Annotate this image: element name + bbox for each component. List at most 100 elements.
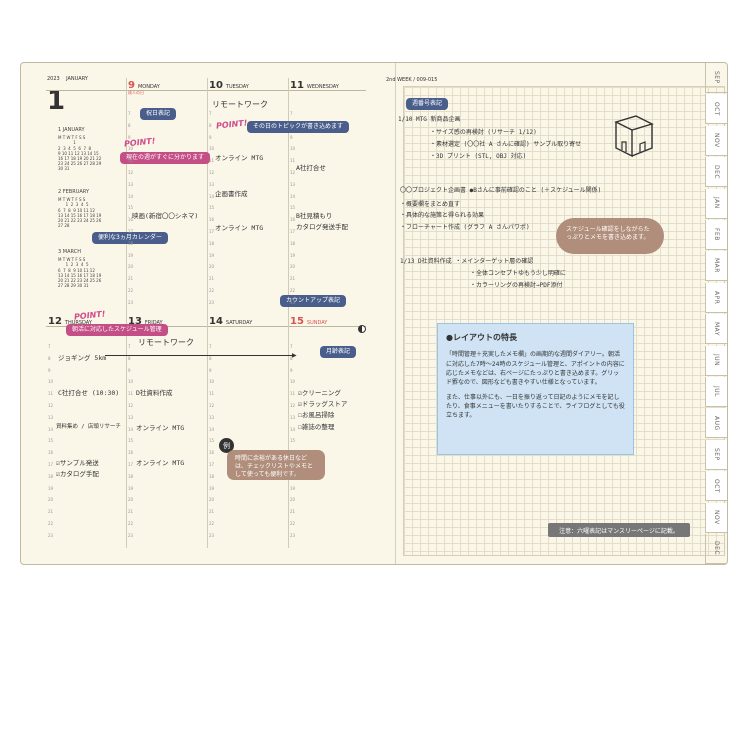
this-week-callout: 現在の週がすぐに分かります: [120, 152, 211, 165]
week-label: 2nd WEEK / 009-015: [386, 77, 438, 83]
month-tab-apr[interactable]: APR: [705, 282, 727, 313]
hour-mark: 22: [128, 521, 134, 526]
thu-entry-3: 資料集め / 店頭リサーチ: [56, 424, 121, 430]
month-tab-oct[interactable]: OCT: [705, 94, 727, 125]
hour-mark: 12: [209, 403, 215, 408]
hour-mark: 11: [48, 391, 54, 397]
hour-mark: 22: [48, 521, 54, 526]
hour-mark: 13: [128, 414, 134, 420]
hour-mark: 19: [48, 485, 54, 491]
tue-entry-3: オンライン MTG: [215, 224, 264, 232]
hour-mark: 23: [290, 299, 296, 305]
fri-entry-1: D社資料作成: [136, 389, 173, 397]
month-tab-dec[interactable]: DEC: [705, 157, 727, 188]
hour-mark: 12: [128, 403, 134, 408]
moon-callout: 月齢表記: [320, 346, 357, 359]
month-tab-dec[interactable]: DEC: [705, 534, 727, 564]
hour-mark: 20: [48, 497, 54, 503]
hour-mark: 15: [209, 438, 215, 444]
hour-mark: 20: [128, 497, 134, 503]
memo-line: 〇〇プロジェクト企画書 ●Bさんに事前確認のこと (＋スケジュール関係): [400, 187, 602, 194]
day-number: 13: [128, 316, 142, 327]
month-tab-nov[interactable]: NOV: [705, 502, 727, 533]
wed-entry-1: A社打合せ: [296, 164, 326, 172]
hour-mark: 13: [209, 414, 215, 420]
col-divider-1: [126, 78, 127, 548]
month-tab-oct[interactable]: OCT: [705, 471, 727, 502]
moon-phase-icon: [358, 325, 366, 333]
hour-mark: 8: [209, 122, 212, 128]
month-tab-sep[interactable]: SEP: [705, 63, 727, 93]
month-tab-may[interactable]: MAY: [705, 314, 727, 345]
month-tab-jul[interactable]: JUL: [705, 377, 727, 407]
hour-mark: 9: [290, 134, 293, 140]
footnote: 注意：六曜表記はマンスリーページに記載。: [548, 523, 690, 537]
day-name: MONDAY: [137, 84, 160, 90]
mini-calendar-week: 16 17 18 19 20 21 22: [58, 156, 102, 162]
hour-mark: 9: [209, 367, 212, 373]
mini-calendar-week: 6 7 8 9 10 11 12: [58, 207, 95, 213]
hour-mark: 18: [209, 240, 215, 246]
month-tab-aug[interactable]: AUG: [705, 408, 727, 439]
hour-mark: 14: [48, 426, 54, 432]
hour-mark: 20: [209, 497, 215, 503]
arrow-head-icon: ▶: [292, 352, 297, 359]
hour-mark: 23: [128, 299, 134, 305]
hour-mark: 7: [290, 344, 293, 349]
col-divider-3: [288, 78, 289, 548]
hour-mark: 21: [290, 276, 296, 282]
hour-mark: 15: [209, 205, 215, 211]
day-name: SUNDAY: [306, 320, 328, 326]
wed-entry-2: B社見積もり: [296, 212, 333, 220]
month-tab-sep[interactable]: SEP: [705, 439, 727, 470]
hour-mark: 8: [290, 122, 293, 128]
mini-calendar-week: 13 14 15 16 17 18 19: [58, 212, 102, 218]
hour-mark: 9: [209, 134, 212, 140]
year-month-label: 2023 JANUARY: [47, 76, 88, 82]
fri-entry-2: オンライン MTG: [136, 424, 185, 432]
layout-features-box: ●レイアウトの特長 「時間管理＋充実したメモ欄」の画期的な週間ダイアリー。朝活に…: [437, 323, 634, 455]
hour-mark: 15: [48, 438, 54, 444]
hour-mark: 18: [48, 473, 54, 479]
hour-mark: 11: [128, 391, 134, 397]
thu-entry-2: C社打合せ (10:30): [58, 389, 120, 397]
hour-mark: 8: [48, 355, 51, 361]
arrow-line: [105, 355, 295, 356]
hour-mark: 12: [290, 170, 296, 175]
month-tab-nov[interactable]: NOV: [705, 125, 727, 156]
hour-mark: 11: [128, 158, 134, 164]
day-name: SATURDAY: [225, 320, 253, 326]
hour-mark: 9: [48, 367, 51, 373]
hour-mark: 17: [128, 462, 134, 467]
mini-calendar-week: 13 14 15 16 17 18 19: [58, 272, 102, 278]
hour-mark: 14: [290, 426, 296, 432]
memo-line: 1/13 D社資料作成 ・メインターゲット層の確認: [400, 258, 534, 265]
memo-bubble: スケジュール確認をしながらたっぷりとメモを書き込めます。: [556, 218, 664, 254]
month-tab-feb[interactable]: FEB: [705, 220, 727, 250]
hour-mark: 14: [290, 193, 296, 199]
month-tab-jan[interactable]: JAN: [705, 188, 727, 219]
hour-mark: 11: [290, 391, 296, 397]
mini-calendar-week: 30 31: [58, 166, 70, 172]
wed-entry-3: カタログ発送手配: [296, 223, 348, 231]
month-tab-mar[interactable]: MAR: [705, 251, 727, 282]
hour-mark: 20: [290, 264, 296, 270]
hour-mark: 19: [290, 252, 296, 258]
month-tab-jun[interactable]: JUN: [705, 345, 727, 376]
top-rule: [46, 90, 366, 91]
mini-calendar-week: 9 10 11 12 13 14 15: [58, 150, 99, 156]
friday-topic: リモートワーク: [138, 338, 194, 347]
big-month-number: 1: [47, 86, 66, 116]
hour-mark: 21: [128, 509, 134, 515]
hour-mark: 14: [128, 193, 134, 199]
hour-mark: 10: [128, 146, 134, 152]
hour-mark: 22: [209, 288, 215, 293]
tue-entry-2: 企画書作成: [215, 190, 248, 198]
mini-calendar-title: 3 MARCH: [58, 249, 81, 255]
